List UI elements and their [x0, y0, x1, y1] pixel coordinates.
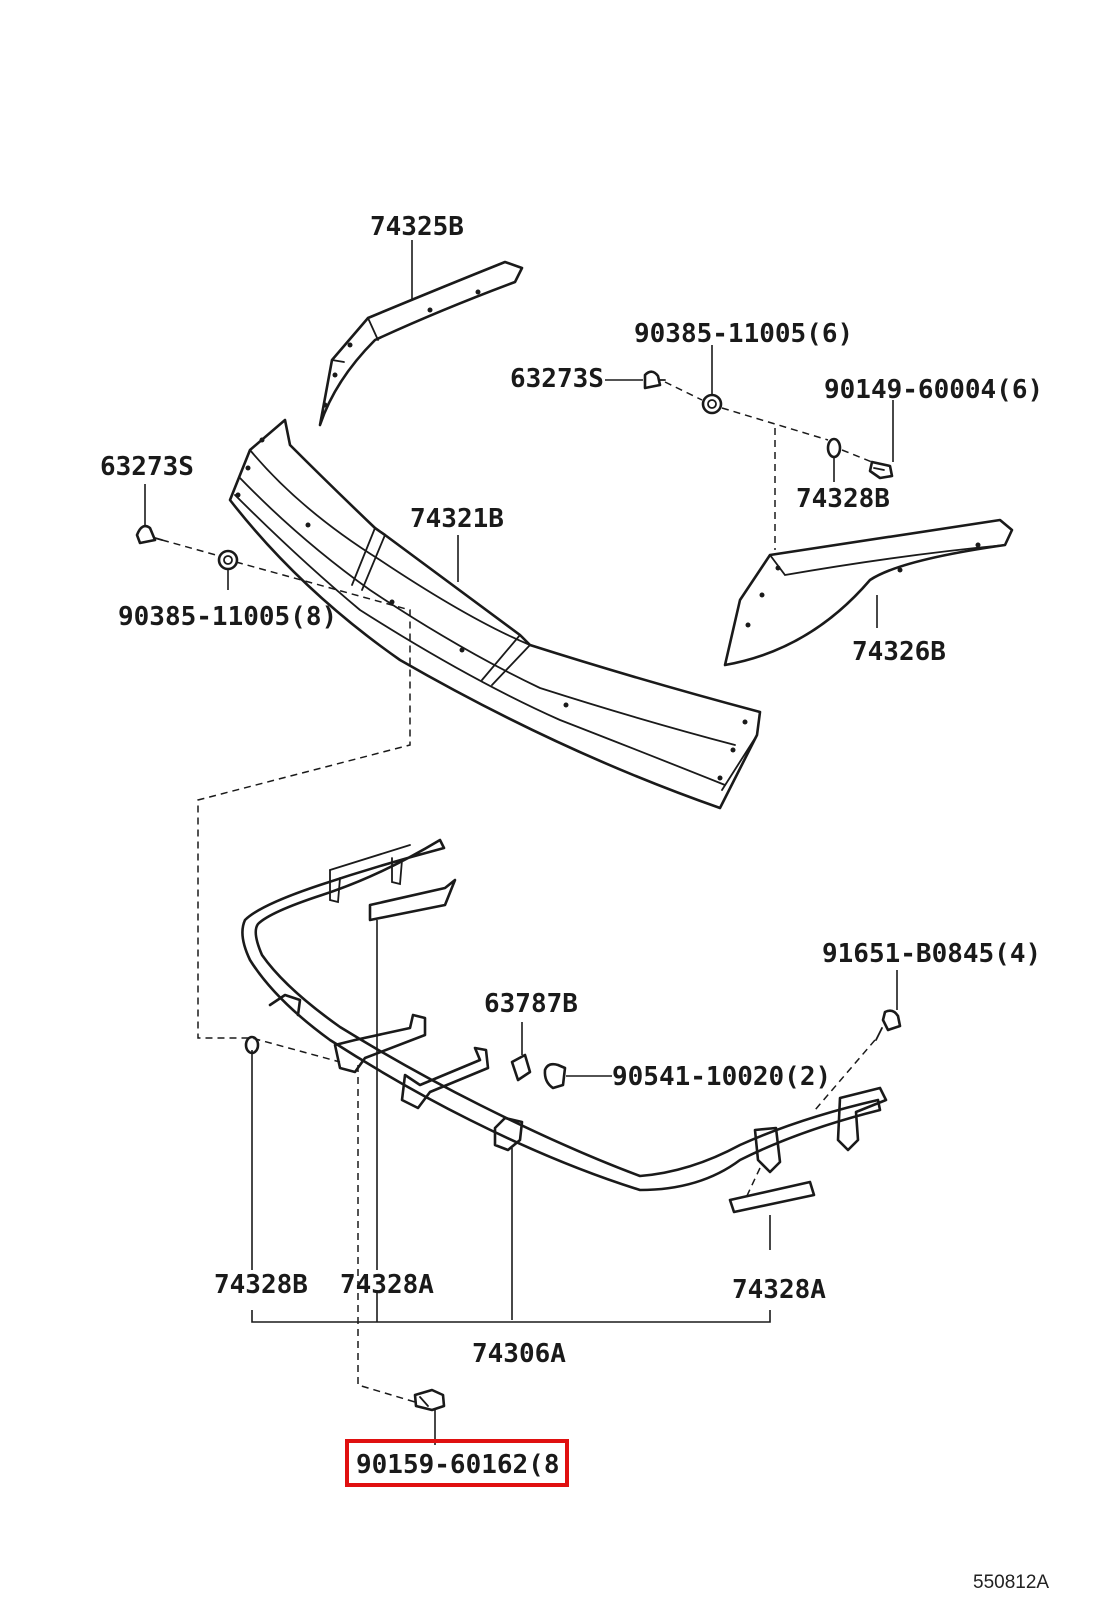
bolt-90159-icon: [413, 1388, 446, 1412]
callout-74328b-top: 74328B: [796, 484, 890, 514]
clip-63273s-left-icon: [135, 524, 163, 545]
callout-91651-b0845-4: 91651-B0845(4): [822, 939, 1041, 969]
callout-74306a: 74306A: [472, 1339, 566, 1369]
clip-63273s-right-icon: [643, 370, 666, 390]
bolt-90149-icon: [868, 460, 894, 480]
callout-90159-60162-8: 90159-60162(8: [356, 1450, 560, 1480]
part-74326b-shape: [723, 518, 1014, 667]
callout-90149-60004-6: 90149-60004(6): [824, 375, 1043, 405]
nut-90385-right-icon: [701, 393, 723, 415]
part-74325b-shape: [318, 260, 524, 427]
callout-90385-11005-8: 90385-11005(8): [118, 602, 337, 632]
highlight-box: [345, 1439, 569, 1487]
diagram-id: 550812A: [973, 1572, 1049, 1593]
washer-74328b-bottom-icon: [244, 1035, 260, 1055]
callout-90541-10020-2: 90541-10020(2): [612, 1062, 831, 1092]
washer-74328b-top-icon: [826, 437, 842, 459]
part-74321b-shape: [228, 418, 762, 810]
callout-74321b: 74321B: [410, 504, 504, 534]
callout-90385-11005-6: 90385-11005(6): [634, 319, 853, 349]
nut-90385-left-icon: [217, 549, 239, 571]
callout-74328a-right: 74328A: [732, 1275, 826, 1305]
bolt-91651-icon: [875, 1009, 902, 1041]
part-74306a-shape: [241, 838, 888, 1214]
callout-74328a-left: 74328A: [340, 1270, 434, 1300]
callout-63273s-right: 63273S: [510, 364, 604, 394]
callout-63787b: 63787B: [484, 989, 578, 1019]
callout-63273s-left: 63273S: [100, 452, 194, 482]
callout-74326b: 74326B: [852, 637, 946, 667]
callout-74328b-bottom: 74328B: [214, 1270, 308, 1300]
callout-74325b: 74325B: [370, 212, 464, 242]
bushing-90541-icon: [543, 1062, 567, 1090]
cap-63787b-icon: [510, 1053, 532, 1082]
